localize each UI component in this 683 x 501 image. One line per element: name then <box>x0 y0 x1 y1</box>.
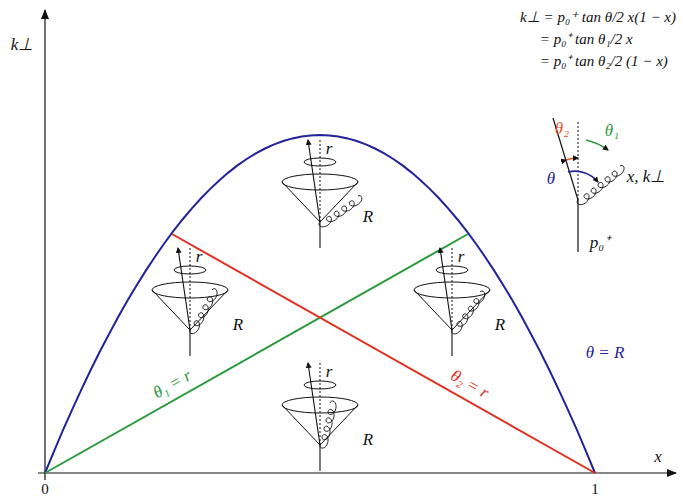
cone-R-label: R <box>363 431 373 448</box>
dotted-axis <box>578 120 579 200</box>
gluon-coil <box>190 289 217 334</box>
tick-label: 0 <box>41 482 49 497</box>
jet-axis <box>308 140 320 222</box>
cone-R-label: R <box>363 208 373 225</box>
k-axis <box>44 10 45 480</box>
jet-stem <box>451 330 452 356</box>
jet-cone <box>282 140 362 248</box>
tick-label: 1 <box>591 482 599 497</box>
cone-r-label: r <box>196 248 203 265</box>
curve-label: θ₂ = r <box>448 367 492 402</box>
variable-label: x, k⊥ <box>627 168 666 185</box>
angle-label: θ <box>547 170 555 187</box>
dotted-axis <box>320 140 321 222</box>
gluon-coil <box>452 291 485 334</box>
equation: = p₀⁺ tan θ₂/2 (1 − x) <box>540 54 668 69</box>
cone-r-label: r <box>326 140 333 157</box>
equation: = p₀⁺ tan θ₁/2 x <box>540 32 633 47</box>
curve-label: θ = R <box>586 344 625 361</box>
jet-axis <box>553 118 578 200</box>
axis-label: k⊥ <box>11 36 34 53</box>
cone-r-label: r <box>458 248 465 265</box>
jet-cone <box>282 363 358 471</box>
theta1-arc <box>586 140 608 150</box>
cone-r-label: r <box>326 363 333 380</box>
gluon-coil <box>577 166 624 205</box>
gluon-coil <box>319 196 362 227</box>
jet-axis <box>308 363 320 445</box>
jet-stem <box>319 445 320 471</box>
dotted-axis <box>452 248 453 330</box>
theta-R-curve <box>45 135 595 473</box>
theta-arc <box>568 171 598 182</box>
theta1-line <box>45 234 468 473</box>
jet-cone <box>414 248 490 356</box>
angle-label: θ₂ <box>555 120 569 137</box>
momentum-label: p₀⁺ <box>590 234 610 251</box>
jet-cone <box>152 248 228 356</box>
kinematics-inset <box>553 118 624 252</box>
dotted-axis <box>320 363 321 445</box>
cone-R-label: R <box>495 316 505 333</box>
theta2-arc <box>566 158 578 160</box>
jet-axis <box>440 248 452 330</box>
equation: k⊥ = p₀⁺ tan θ/2 x(1 − x) <box>520 10 676 25</box>
angle-label: θ₁ <box>605 122 619 139</box>
x-axis <box>38 472 676 473</box>
parent-line <box>577 200 578 252</box>
theta2-line <box>172 234 595 473</box>
cone-R-label: R <box>233 316 243 333</box>
jet-stem <box>189 330 190 356</box>
axis-label: x <box>654 448 662 465</box>
dotted-axis <box>190 248 191 330</box>
gluon-coil <box>320 401 336 448</box>
jet-axis <box>178 248 190 330</box>
curve-label: θ₁ = r <box>150 367 194 402</box>
